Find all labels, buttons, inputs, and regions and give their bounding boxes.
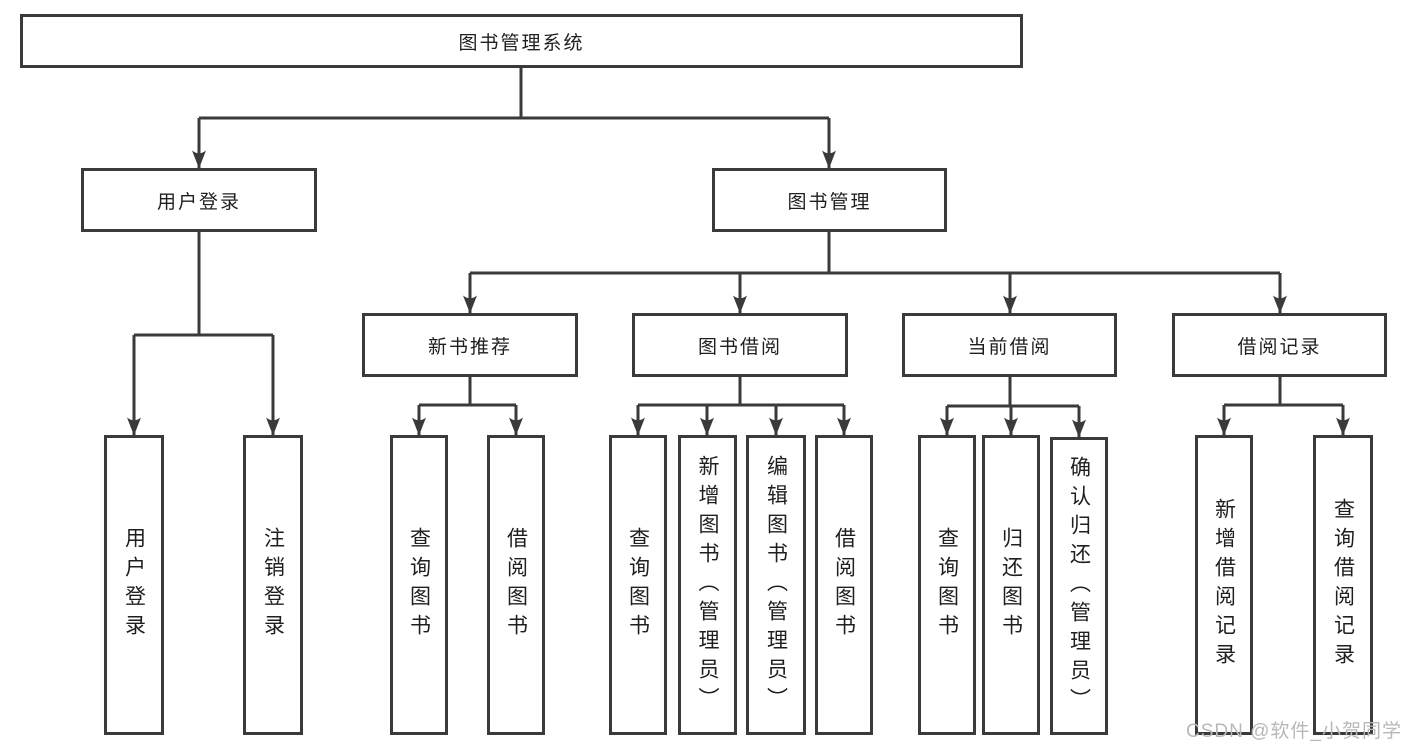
leaf-return-books: 归还图书 <box>982 435 1040 735</box>
node-label: 查询图书 <box>935 527 959 643</box>
leaf-add-borrow-record: 新增借阅记录 <box>1195 435 1253 735</box>
node-label: 图书管理系统 <box>458 32 585 54</box>
node-label: 借阅记录 <box>1237 336 1322 358</box>
node-label: 查询图书 <box>626 527 650 643</box>
node-label: 新增图书（管理员） <box>696 454 719 716</box>
leaf-query-borrow-record: 查询借阅记录 <box>1313 435 1373 735</box>
node-current-borrowing: 当前借阅 <box>902 313 1117 377</box>
node-label: 图书借阅 <box>697 336 782 358</box>
node-borrow-records: 借阅记录 <box>1172 313 1387 377</box>
node-label: 查询图书 <box>407 527 431 643</box>
leaf-logout: 注销登录 <box>243 435 303 735</box>
leaf-query-books-borrowing: 查询图书 <box>609 435 667 735</box>
node-new-book-recommend: 新书推荐 <box>362 313 578 377</box>
node-book-borrowing: 图书借阅 <box>632 313 848 377</box>
node-label: 用户登录 <box>122 527 146 643</box>
node-label: 查询借阅记录 <box>1331 498 1355 672</box>
leaf-add-books-admin: 新增图书（管理员） <box>678 435 737 735</box>
leaf-user-login: 用户登录 <box>104 435 164 735</box>
node-label: 归还图书 <box>999 527 1023 643</box>
leaf-query-books-recommend: 查询图书 <box>390 435 448 735</box>
node-library-system: 图书管理系统 <box>20 14 1023 68</box>
node-label: 编辑图书（管理员） <box>764 454 788 716</box>
node-label: 借阅图书 <box>832 527 856 643</box>
node-label: 新书推荐 <box>427 336 512 358</box>
node-label: 注销登录 <box>261 527 285 643</box>
leaf-edit-books-admin: 编辑图书（管理员） <box>746 435 806 735</box>
node-label: 图书管理 <box>787 191 872 213</box>
node-book-management: 图书管理 <box>712 168 947 232</box>
node-label: 当前借阅 <box>967 336 1052 358</box>
leaf-confirm-return-admin: 确认归还（管理员） <box>1050 437 1108 735</box>
leaf-borrow-books-recommend: 借阅图书 <box>487 435 545 735</box>
leaf-borrow-books: 借阅图书 <box>815 435 873 735</box>
leaf-query-books-current: 查询图书 <box>918 435 976 735</box>
node-label: 确认归还（管理员） <box>1067 455 1091 717</box>
node-label: 用户登录 <box>156 191 241 213</box>
node-label: 借阅图书 <box>504 527 528 643</box>
node-user-login: 用户登录 <box>81 168 317 232</box>
node-label: 新增借阅记录 <box>1212 498 1236 672</box>
